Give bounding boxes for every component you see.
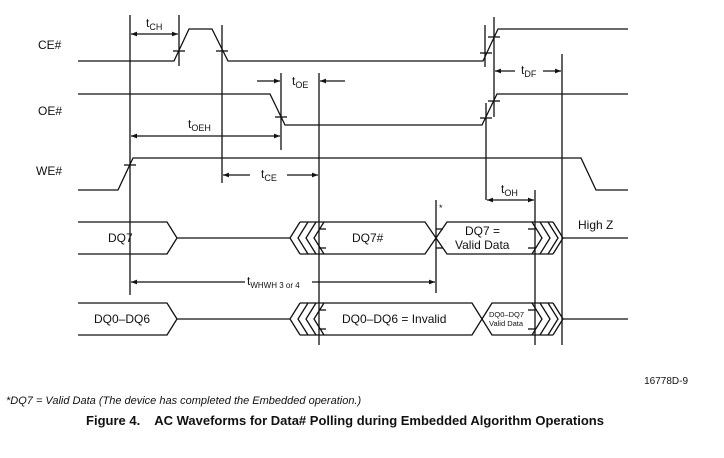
tdf-label: tDF xyxy=(521,63,537,79)
edge-ticks xyxy=(124,36,500,166)
twhwh-label: tWHWH 3 or 4 xyxy=(247,274,300,290)
tch-label: tCH xyxy=(146,16,162,32)
figure-number: Figure 4. xyxy=(86,413,141,428)
toh-label: tOH xyxy=(501,182,518,198)
footnote: *DQ7 = Valid Data (The device has comple… xyxy=(6,395,362,407)
signal-label-we: WE# xyxy=(36,164,62,178)
asterisk-marker: * xyxy=(439,203,443,213)
high-z-label: High Z xyxy=(578,218,613,232)
dq7-valid-label-2: Valid Data xyxy=(455,238,510,252)
oe-waveform xyxy=(78,93,628,126)
we-waveform xyxy=(78,157,628,191)
signal-label-oe: OE# xyxy=(38,104,62,118)
toeh-label: tOEH xyxy=(188,117,211,133)
dq0-6-invalid-label: DQ0–DQ6 = Invalid xyxy=(342,312,446,326)
signal-label-ce: CE# xyxy=(38,38,62,52)
dq0-7-valid-label-1: DQ0–DQ7 xyxy=(489,310,524,319)
ce-waveform xyxy=(78,28,628,62)
dq7-invalid-label: DQ7# xyxy=(352,231,384,245)
figure-title: AC Waveforms for Data# Polling during Em… xyxy=(154,413,604,428)
figure-id: 16778D-9 xyxy=(644,376,688,387)
dq0-7-valid-label-2: Valid Data xyxy=(489,319,524,328)
dq7-valid-label-1: DQ7 = xyxy=(465,224,500,238)
dq0-6-initial-label: DQ0–DQ6 xyxy=(94,312,150,326)
dq7-initial-label: DQ7 xyxy=(108,231,133,245)
tce-label: tCE xyxy=(261,167,277,183)
dq7-bus xyxy=(78,221,628,255)
toe-label: tOE xyxy=(292,74,308,90)
figure-caption: Figure 4. AC Waveforms for Data# Polling … xyxy=(0,413,690,428)
dq0-6-bus xyxy=(78,302,628,336)
